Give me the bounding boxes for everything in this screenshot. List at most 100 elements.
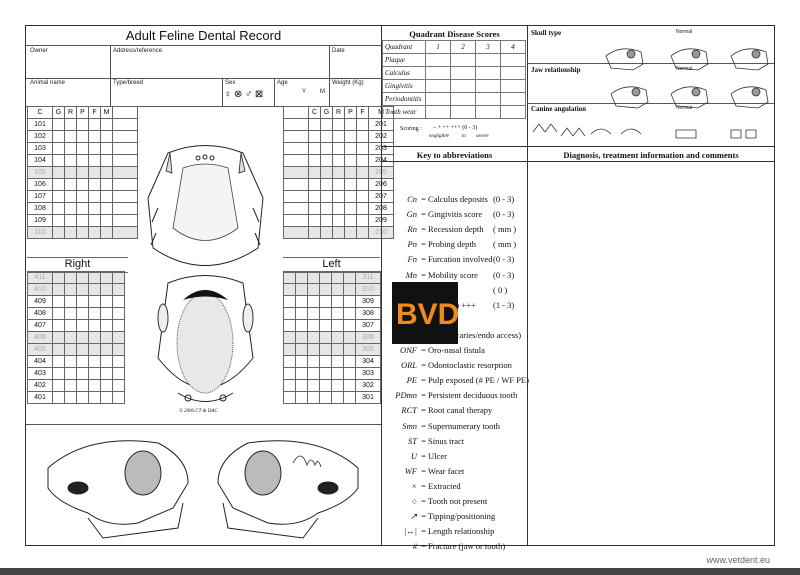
score-cell[interactable] bbox=[64, 154, 77, 167]
score-cell[interactable] bbox=[320, 202, 333, 215]
score-cell[interactable] bbox=[112, 226, 138, 239]
score-cell[interactable] bbox=[64, 130, 77, 143]
score-cell[interactable] bbox=[283, 214, 309, 227]
score-cell[interactable] bbox=[295, 367, 308, 380]
score-cell[interactable] bbox=[319, 283, 332, 296]
score-cell[interactable] bbox=[100, 343, 113, 356]
tooth-row[interactable]: 411 bbox=[27, 271, 125, 284]
score-cell[interactable] bbox=[88, 226, 101, 239]
score-cell[interactable] bbox=[320, 190, 333, 203]
score-cell[interactable] bbox=[356, 142, 369, 155]
tooth-row[interactable]: 101 bbox=[27, 118, 138, 131]
score-cell[interactable] bbox=[64, 214, 77, 227]
score-cell[interactable] bbox=[307, 355, 320, 368]
score-cell[interactable] bbox=[344, 202, 357, 215]
score-cell[interactable] bbox=[76, 379, 89, 392]
score-cell[interactable] bbox=[112, 355, 125, 368]
quadrant-score-cell[interactable] bbox=[425, 105, 451, 119]
score-cell[interactable] bbox=[331, 379, 344, 392]
tooth-row[interactable]: 309 bbox=[283, 295, 381, 308]
score-cell[interactable] bbox=[88, 154, 101, 167]
score-cell[interactable] bbox=[100, 166, 113, 179]
score-cell[interactable] bbox=[52, 178, 65, 191]
quadrant-score-cell[interactable] bbox=[450, 79, 476, 93]
quadrant-score-cell[interactable] bbox=[475, 105, 501, 119]
score-cell[interactable] bbox=[332, 202, 345, 215]
tooth-row[interactable]: 408 bbox=[27, 307, 125, 320]
score-cell[interactable] bbox=[308, 226, 321, 239]
tooth-row[interactable]: 109 bbox=[27, 214, 138, 227]
tooth-row[interactable]: 305 bbox=[283, 343, 381, 356]
score-cell[interactable] bbox=[331, 331, 344, 344]
score-cell[interactable] bbox=[320, 142, 333, 155]
score-cell[interactable] bbox=[344, 142, 357, 155]
score-cell[interactable] bbox=[100, 118, 113, 131]
score-cell[interactable] bbox=[319, 295, 332, 308]
tooth-row[interactable]: 105 bbox=[27, 166, 138, 179]
quadrant-score-cell[interactable] bbox=[500, 92, 526, 106]
score-cell[interactable] bbox=[283, 226, 309, 239]
tooth-row[interactable]: 103 bbox=[27, 142, 138, 155]
quadrant-row[interactable]: Periodontitis bbox=[382, 92, 526, 106]
diagnosis-comments-area[interactable] bbox=[528, 162, 774, 544]
tooth-row[interactable]: 110 bbox=[27, 226, 138, 239]
score-cell[interactable] bbox=[319, 331, 332, 344]
score-cell[interactable] bbox=[76, 154, 89, 167]
score-cell[interactable] bbox=[283, 166, 309, 179]
tooth-row[interactable]: 311 bbox=[283, 271, 381, 284]
score-cell[interactable] bbox=[76, 271, 89, 284]
score-cell[interactable] bbox=[64, 118, 77, 131]
score-cell[interactable] bbox=[307, 319, 320, 332]
tooth-row[interactable]: 308 bbox=[283, 307, 381, 320]
score-cell[interactable] bbox=[64, 226, 77, 239]
tooth-row[interactable]: 203 bbox=[283, 142, 394, 155]
score-cell[interactable] bbox=[88, 271, 101, 284]
score-cell[interactable] bbox=[319, 343, 332, 356]
score-cell[interactable] bbox=[283, 142, 309, 155]
score-cell[interactable] bbox=[112, 307, 125, 320]
score-cell[interactable] bbox=[343, 379, 356, 392]
score-cell[interactable] bbox=[100, 142, 113, 155]
score-cell[interactable] bbox=[64, 202, 77, 215]
tooth-row[interactable]: 204 bbox=[283, 154, 394, 167]
quadrant-score-cell[interactable] bbox=[450, 105, 476, 119]
score-cell[interactable] bbox=[112, 295, 125, 308]
score-cell[interactable] bbox=[76, 307, 89, 320]
score-cell[interactable] bbox=[100, 226, 113, 239]
score-cell[interactable] bbox=[332, 130, 345, 143]
score-cell[interactable] bbox=[308, 154, 321, 167]
score-cell[interactable] bbox=[100, 271, 113, 284]
score-cell[interactable] bbox=[76, 226, 89, 239]
score-cell[interactable] bbox=[88, 391, 101, 404]
score-cell[interactable] bbox=[283, 118, 309, 131]
score-cell[interactable] bbox=[64, 331, 77, 344]
score-cell[interactable] bbox=[308, 202, 321, 215]
tooth-row[interactable]: 304 bbox=[283, 355, 381, 368]
quadrant-score-cell[interactable] bbox=[475, 92, 501, 106]
score-cell[interactable] bbox=[64, 295, 77, 308]
score-cell[interactable] bbox=[356, 118, 369, 131]
tooth-row[interactable]: 108 bbox=[27, 202, 138, 215]
score-cell[interactable] bbox=[88, 319, 101, 332]
score-cell[interactable] bbox=[64, 271, 77, 284]
score-cell[interactable] bbox=[283, 319, 296, 332]
score-cell[interactable] bbox=[100, 154, 113, 167]
score-cell[interactable] bbox=[88, 343, 101, 356]
score-cell[interactable] bbox=[100, 295, 113, 308]
score-cell[interactable] bbox=[76, 343, 89, 356]
quadrant-score-cell[interactable] bbox=[425, 92, 451, 106]
quadrant-score-cell[interactable] bbox=[425, 79, 451, 93]
score-cell[interactable] bbox=[100, 379, 113, 392]
score-cell[interactable] bbox=[308, 130, 321, 143]
score-cell[interactable] bbox=[112, 319, 125, 332]
score-cell[interactable] bbox=[331, 367, 344, 380]
score-cell[interactable] bbox=[76, 319, 89, 332]
score-cell[interactable] bbox=[343, 355, 356, 368]
score-cell[interactable] bbox=[343, 271, 356, 284]
score-cell[interactable] bbox=[100, 130, 113, 143]
score-cell[interactable] bbox=[295, 307, 308, 320]
score-cell[interactable] bbox=[64, 355, 77, 368]
